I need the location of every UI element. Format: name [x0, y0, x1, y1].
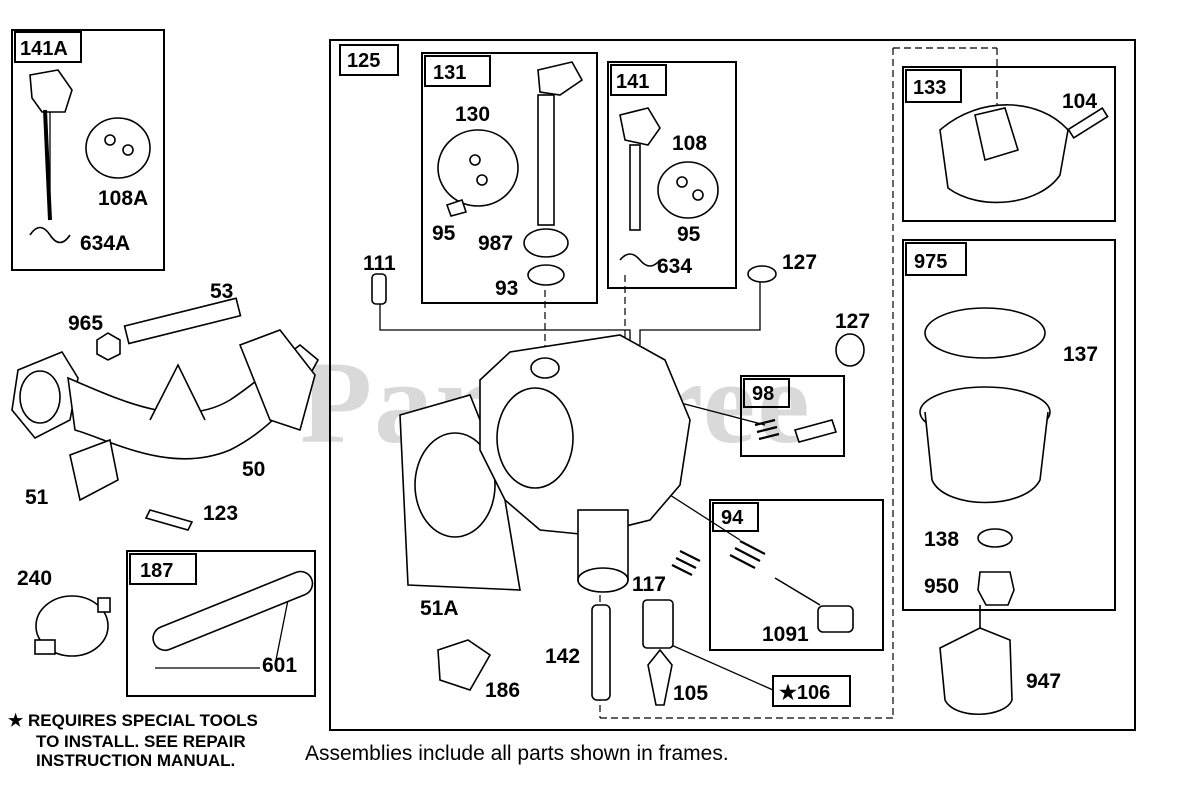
label-137: 137 [1063, 343, 1098, 366]
frame-131-tag [424, 55, 491, 87]
label-601: 601 [262, 654, 297, 677]
label-240: 240 [17, 567, 52, 590]
frame-tag-94: 94 [721, 507, 744, 529]
label-123: 123 [203, 502, 238, 525]
label-186: 186 [485, 679, 520, 702]
label-1091: 1091 [762, 623, 809, 646]
special-tools-note-3: INSTRUCTION MANUAL. [36, 751, 236, 770]
assemblies-caption: Assemblies include all parts shown in fr… [305, 742, 729, 765]
frame-187 [126, 550, 316, 697]
frame-tag-187: 187 [140, 560, 173, 582]
frame-98-tag [743, 378, 790, 408]
label-950: 950 [924, 575, 959, 598]
label-95-choke: 95 [677, 223, 701, 246]
frame-975-tag [905, 242, 967, 276]
frame-94 [709, 499, 884, 651]
label-93: 93 [495, 277, 518, 300]
frame-141-tag [610, 64, 667, 96]
label-127-side: 127 [835, 310, 870, 333]
label-987: 987 [478, 232, 513, 255]
frame-tag-975: 975 [914, 251, 947, 273]
label-138: 138 [924, 528, 959, 551]
frame-106 [772, 675, 851, 707]
frame-133-tag [905, 69, 962, 103]
label-51A: 51A [420, 597, 459, 620]
frame-tag-125: 125 [347, 50, 380, 72]
frame-133 [902, 66, 1116, 222]
frame-975 [902, 239, 1116, 611]
label-947: 947 [1026, 670, 1061, 693]
label-130: 130 [455, 103, 490, 126]
frame-98 [740, 375, 845, 457]
frame-141A-tag [14, 31, 82, 63]
frame-tag-98: 98 [752, 383, 774, 405]
frame-94-tag [712, 502, 759, 532]
label-105: 105 [673, 682, 708, 705]
special-tools-note-1: ★ REQUIRES SPECIAL TOOLS [8, 711, 258, 730]
label-108A: 108A [98, 187, 148, 210]
label-117: 117 [632, 573, 666, 596]
frame-125 [329, 39, 1136, 731]
label-95-throttle: 95 [432, 222, 456, 245]
label-127-top: 127 [782, 251, 817, 274]
frame-187-tag [129, 553, 197, 585]
star-icon: ★ [8, 711, 24, 730]
label-965: 965 [68, 312, 103, 335]
special-tools-note-2: TO INSTALL. SEE REPAIR [36, 732, 246, 751]
label-51: 51 [25, 486, 49, 509]
label-142: 142 [545, 645, 580, 668]
label-104: 104 [1062, 90, 1097, 113]
frame-141 [607, 61, 737, 289]
label-111: 111 [363, 252, 396, 275]
label-108: 108 [672, 132, 707, 155]
label-53: 53 [210, 280, 233, 303]
frame-tag-141: 141 [616, 71, 649, 93]
frame-tag-133: 133 [913, 77, 946, 99]
frame-tag-106: ★106 [779, 682, 830, 704]
frame-tag-141A: 141A [20, 38, 68, 60]
label-634: 634 [657, 255, 692, 278]
frame-125-tag [339, 44, 399, 76]
frame-tag-131: 131 [433, 62, 466, 84]
label-50: 50 [242, 458, 265, 481]
frame-131 [421, 52, 598, 304]
frame-141A [11, 29, 165, 271]
part-drawings [11, 61, 1109, 716]
label-634A: 634A [80, 232, 130, 255]
